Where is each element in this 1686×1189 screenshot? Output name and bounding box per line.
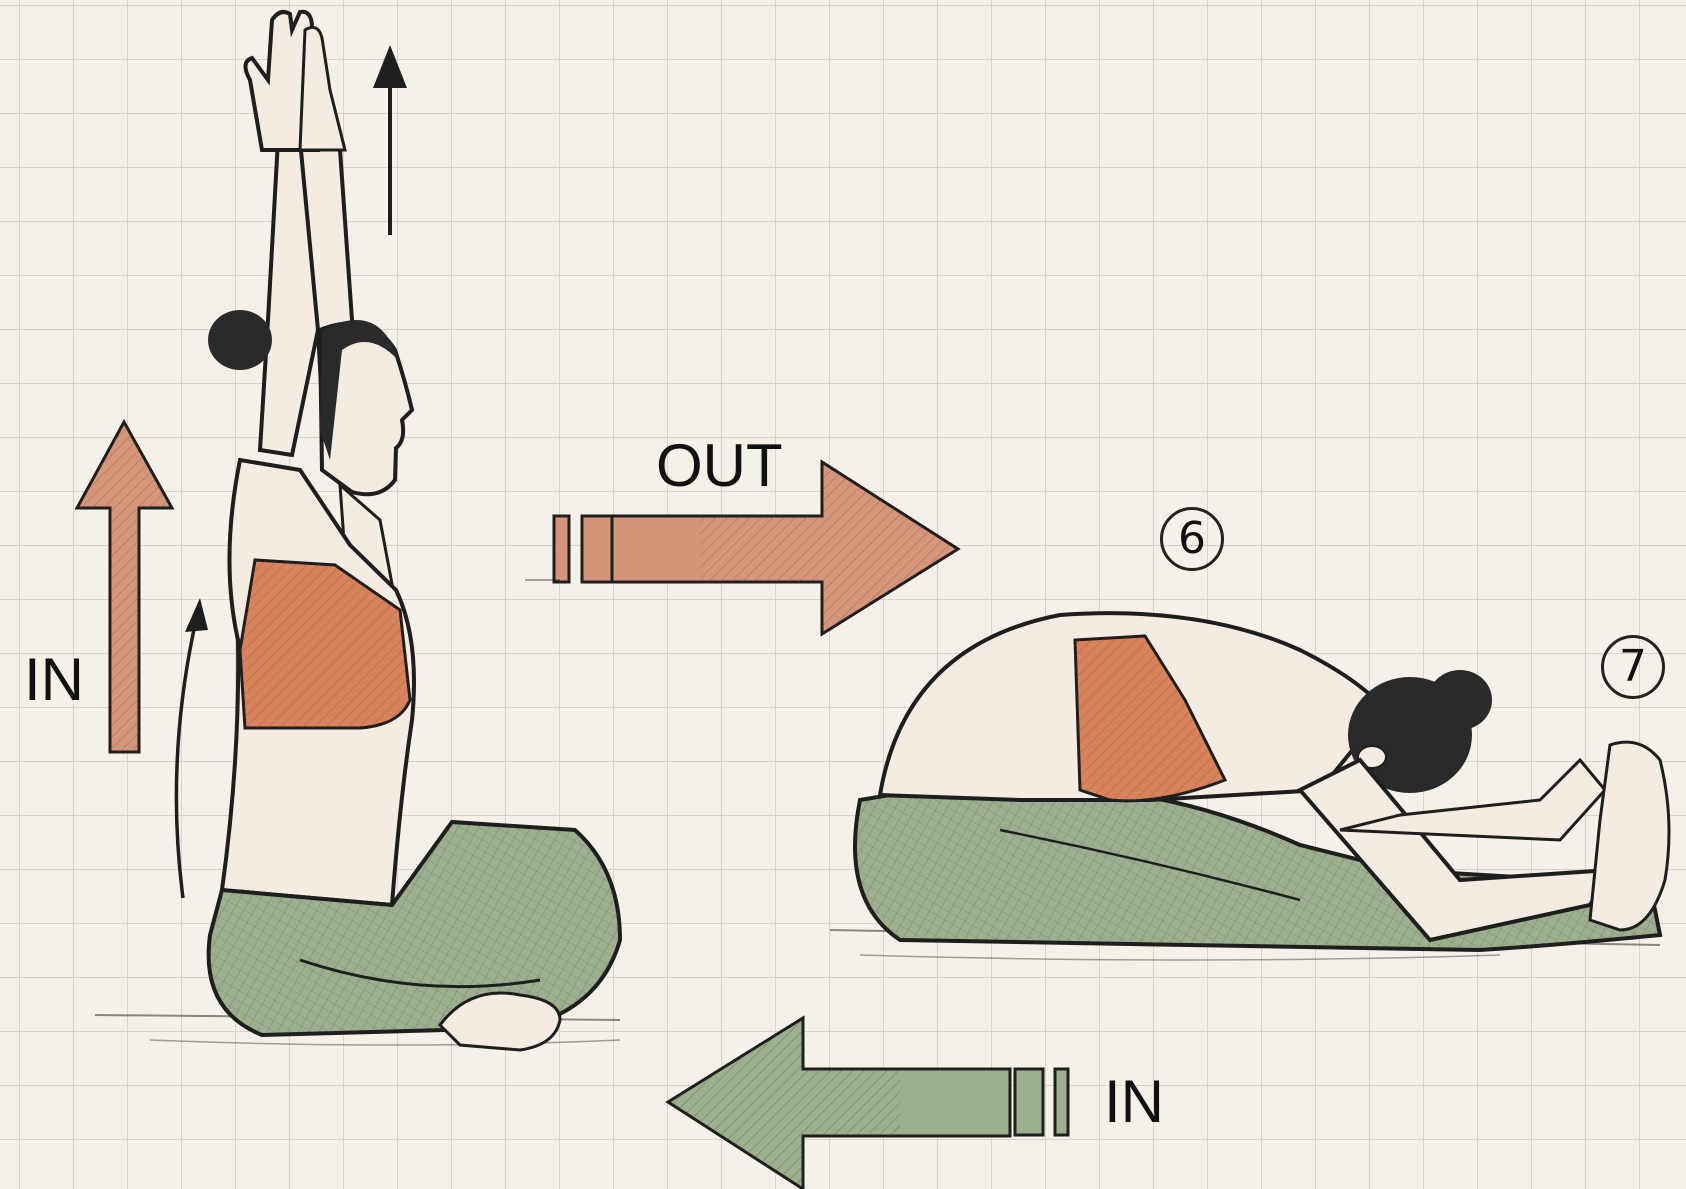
bottom-in-label: IN xyxy=(1104,1072,1164,1132)
seated-upright-figure xyxy=(95,12,620,1050)
forward-fold-figure xyxy=(830,613,1669,960)
out-label: OUT xyxy=(656,436,783,496)
inhale-up-arrow-icon xyxy=(77,422,172,752)
thin-up-arrow-icon xyxy=(373,45,407,235)
step-6-marker: 6 xyxy=(1160,507,1224,571)
step-7-marker: 7 xyxy=(1601,635,1665,699)
curved-up-arrow-icon xyxy=(176,598,208,898)
inhale-left-arrow-icon xyxy=(666,1016,1068,1189)
left-in-label: IN xyxy=(24,650,84,710)
